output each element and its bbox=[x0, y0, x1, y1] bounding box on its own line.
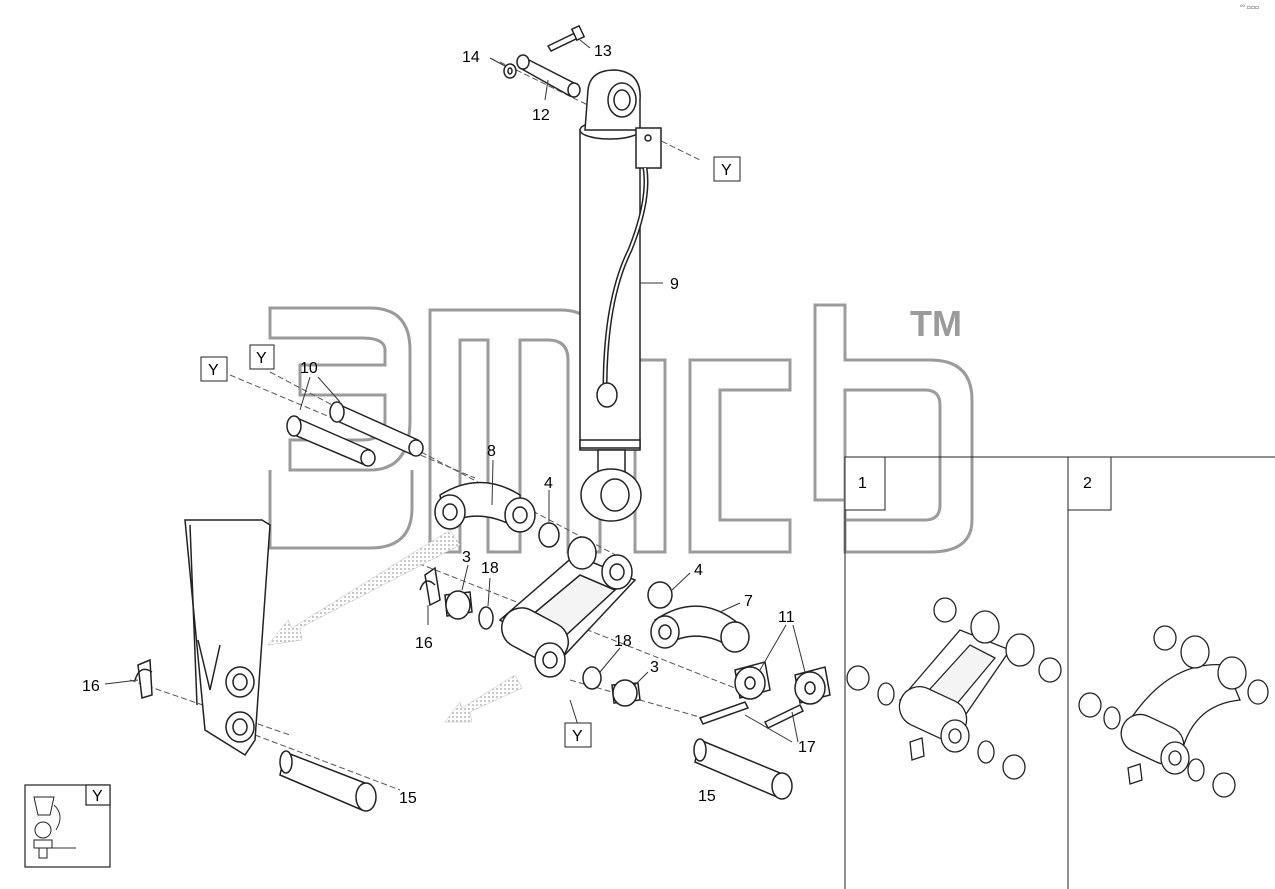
bushing-4 bbox=[538, 522, 673, 609]
callout-11: 11 bbox=[778, 609, 795, 626]
grease-fitting-detail: Y bbox=[24, 784, 111, 868]
callout-12: 12 bbox=[532, 107, 550, 124]
svg-text:2: 2 bbox=[1083, 475, 1092, 492]
bolt-13 bbox=[546, 24, 586, 52]
assembly-axis-lines bbox=[129, 61, 741, 791]
callout-13: 13 bbox=[594, 43, 612, 60]
callout-8: 8 bbox=[487, 443, 496, 460]
callout-17: 17 bbox=[798, 739, 816, 756]
leader-lines bbox=[104, 39, 806, 743]
reference-tag-y-left: Y bbox=[200, 356, 228, 382]
variant-1-tag: 1 bbox=[844, 456, 886, 511]
split-pins-17 bbox=[698, 701, 805, 729]
long-pins-15 bbox=[279, 738, 793, 812]
callout-9: 9 bbox=[670, 276, 679, 293]
pin-12 bbox=[516, 54, 581, 98]
reference-tag-y-bottom: Y bbox=[564, 722, 592, 748]
callout-4-upper: 4 bbox=[544, 475, 553, 492]
variant-2-tag: 2 bbox=[1067, 456, 1112, 511]
trademark-mark: TM bbox=[910, 303, 962, 344]
svg-text:Y: Y bbox=[208, 362, 219, 379]
callout-3-lower: 3 bbox=[650, 659, 659, 676]
callout-18-upper: 18 bbox=[481, 560, 499, 577]
reference-tag-y-top: Y bbox=[713, 156, 741, 182]
callout-18-lower: 18 bbox=[614, 633, 632, 650]
svg-text:1: 1 bbox=[858, 475, 867, 492]
callout-labels: 14 13 12 9 10 8 4 3 18 16 4 7 11 18 3 17… bbox=[78, 43, 816, 858]
variant-panel-dividers bbox=[844, 456, 1275, 889]
callout-4-lower: 4 bbox=[694, 562, 703, 579]
svg-text:Y: Y bbox=[721, 162, 732, 179]
svg-text:Y: Y bbox=[256, 350, 267, 367]
link-7 bbox=[650, 605, 750, 653]
hydraulic-cylinder bbox=[579, 69, 662, 522]
link-8 bbox=[434, 481, 536, 533]
pin-10-pair bbox=[286, 401, 424, 467]
svg-text:Y: Y bbox=[572, 728, 583, 745]
direction-arrows bbox=[267, 529, 523, 723]
callout-16-left: 16 bbox=[82, 678, 100, 695]
castle-nuts-11 bbox=[734, 661, 831, 705]
callout-7: 7 bbox=[744, 593, 753, 610]
callout-10: 10 bbox=[300, 360, 318, 377]
dipper-arm bbox=[184, 519, 271, 757]
callout-15-left: 15 bbox=[399, 790, 417, 807]
callout-14: 14 bbox=[462, 49, 480, 66]
reference-tag-y-left-2: Y bbox=[249, 344, 275, 370]
nut-14 bbox=[503, 63, 517, 79]
callout-3-upper: 3 bbox=[462, 549, 471, 566]
linkage-bracket bbox=[498, 536, 637, 678]
detail-tag-y: Y bbox=[92, 788, 103, 805]
bushings-and-rings bbox=[444, 590, 641, 707]
lock-pins-16 bbox=[134, 566, 441, 699]
corner-mark: ⁰⁰ ▫▫▫ bbox=[1240, 4, 1259, 11]
callout-16-center: 16 bbox=[415, 635, 433, 652]
variant-1-assembly bbox=[846, 597, 1062, 780]
callout-15-right: 15 bbox=[698, 788, 716, 805]
variant-2-assembly bbox=[1078, 625, 1269, 798]
